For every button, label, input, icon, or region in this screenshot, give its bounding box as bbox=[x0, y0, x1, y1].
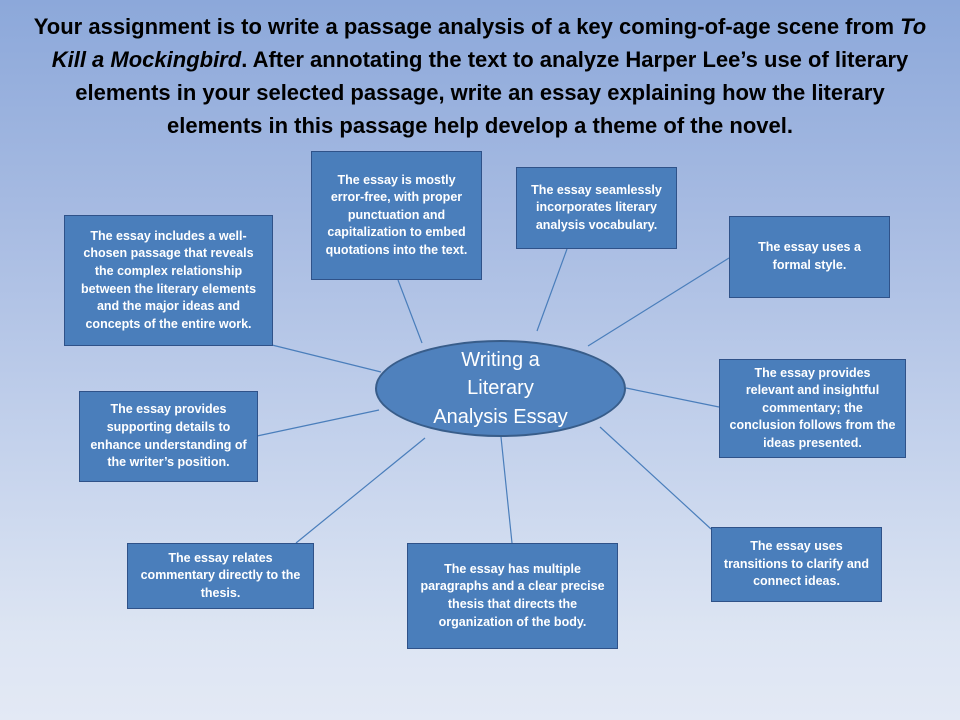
criterion-text: The essay is mostly error-free, with pro… bbox=[325, 172, 468, 257]
connector-line bbox=[536, 248, 568, 332]
connector-line bbox=[397, 279, 423, 344]
assignment-title: Your assignment is to write a passage an… bbox=[28, 10, 932, 142]
criterion-text: The essay uses transitions to clarify an… bbox=[723, 539, 870, 589]
connector-line bbox=[256, 409, 380, 437]
connector-line bbox=[625, 387, 720, 408]
connector-line bbox=[500, 436, 513, 544]
criterion-box-error-free: The essay is mostly error-free, with pro… bbox=[311, 151, 482, 280]
book-title: To Kill a Mockingbird bbox=[51, 14, 927, 72]
criterion-box-supporting-details: The essay provides supporting details to… bbox=[79, 391, 258, 482]
criterion-box-commentary-to-thesis: The essay relates commentary directly to… bbox=[127, 543, 314, 609]
criterion-text: The essay seamlessly incorporates litera… bbox=[531, 182, 662, 232]
criterion-box-formal-style: The essay uses a formal style. bbox=[729, 216, 890, 298]
criterion-box-well-chosen-passage: The essay includes a well-chosen passage… bbox=[64, 215, 273, 346]
connector-line bbox=[271, 344, 382, 373]
criterion-text: The essay provides relevant and insightf… bbox=[729, 365, 896, 450]
connector-line bbox=[587, 257, 730, 347]
criterion-box-transitions: The essay uses transitions to clarify an… bbox=[711, 527, 882, 602]
criterion-box-insightful-commentary: The essay provides relevant and insightf… bbox=[719, 359, 906, 458]
connector-line bbox=[295, 437, 426, 544]
title-text-after: . After annotating the text to analyze H… bbox=[75, 47, 909, 138]
criterion-text: The essay has multiple paragraphs and a … bbox=[420, 561, 605, 629]
criterion-text: The essay provides supporting details to… bbox=[90, 402, 247, 470]
central-topic-ellipse: Writing a Literary Analysis Essay bbox=[375, 340, 626, 437]
central-topic-label: Writing a Literary Analysis Essay bbox=[433, 348, 568, 428]
criterion-box-analysis-vocabulary: The essay seamlessly incorporates litera… bbox=[516, 167, 677, 249]
connector-line bbox=[599, 426, 712, 530]
criterion-text: The essay uses a formal style. bbox=[758, 240, 861, 272]
criterion-text: The essay includes a well-chosen passage… bbox=[80, 228, 257, 331]
criterion-box-thesis-paragraphs: The essay has multiple paragraphs and a … bbox=[407, 543, 618, 649]
title-text-before: Your assignment is to write a passage an… bbox=[33, 14, 901, 39]
criterion-text: The essay relates commentary directly to… bbox=[140, 550, 301, 600]
